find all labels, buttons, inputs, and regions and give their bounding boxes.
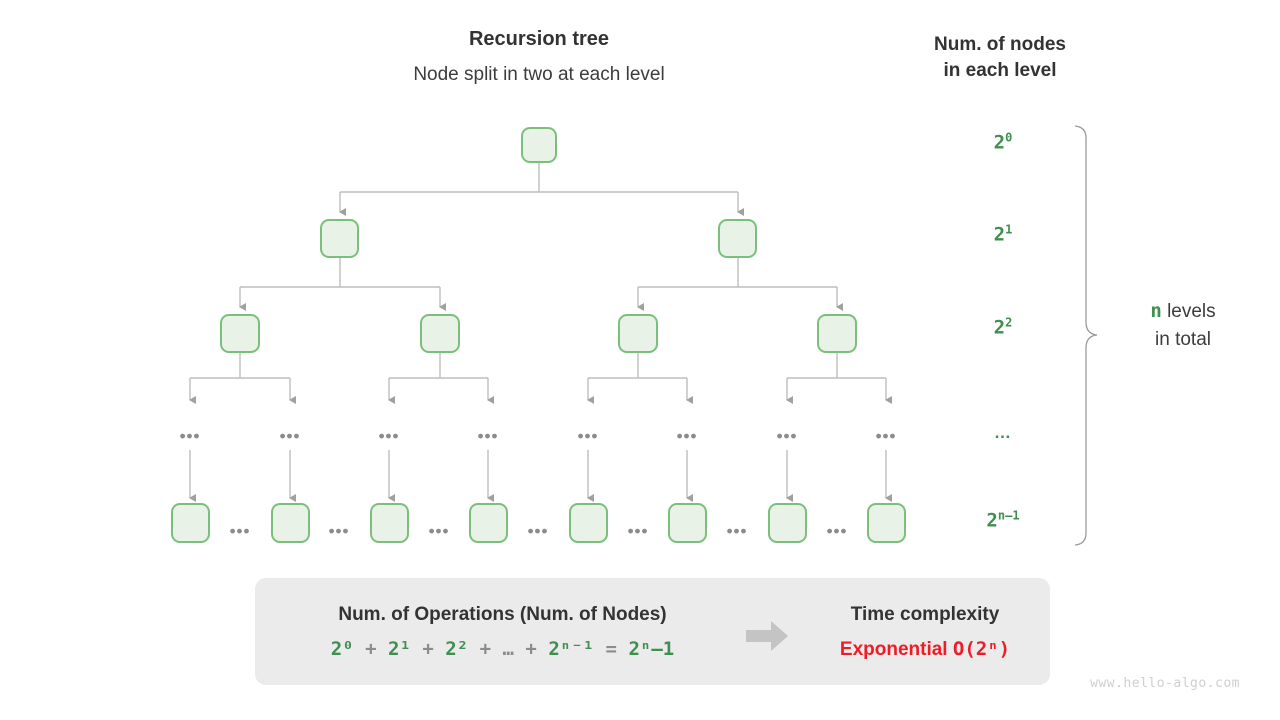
nodes-title-line1: Num. of nodes	[934, 34, 1066, 55]
ellipsis-marker: •••	[378, 426, 400, 446]
ellipsis-separator: •••	[428, 521, 450, 541]
watermark: www.hello-algo.com	[1090, 676, 1240, 691]
levels-brace	[1074, 125, 1098, 546]
tree-node-root	[521, 127, 557, 163]
right-arrow-icon	[746, 621, 788, 651]
ellipsis-marker: •••	[776, 426, 798, 446]
complexity-label: Exponential	[839, 639, 948, 660]
ellipsis-separator: •••	[726, 521, 748, 541]
formula-operator: +	[525, 638, 537, 660]
ellipsis-separator: •••	[527, 521, 549, 541]
tree-node	[618, 314, 658, 353]
ellipsis-marker: •••	[179, 426, 201, 446]
formula-operator: +	[479, 638, 492, 660]
time-complexity-heading: Time complexity	[850, 604, 1000, 625]
operations-heading: Num. of Operations (Num. of Nodes)	[338, 604, 667, 625]
tree-node-leaf	[271, 503, 310, 543]
complexity-bigo: O(2ⁿ)	[952, 638, 1011, 660]
level-count-ellipsis: …	[994, 423, 1012, 442]
level-count-last: 2n–1	[986, 508, 1020, 532]
level-count-0: 20	[993, 130, 1013, 154]
nodes-title-line2: in each level	[943, 60, 1057, 81]
ellipsis-marker: •••	[279, 426, 301, 446]
level-count-1: 21	[993, 222, 1013, 246]
tree-node-leaf	[569, 503, 608, 543]
levels-variable: n	[1150, 300, 1162, 322]
tree-node	[718, 219, 757, 258]
ellipsis-marker: •••	[577, 426, 599, 446]
tree-node	[817, 314, 857, 353]
formula-result: 2ⁿ–1	[628, 638, 675, 660]
formula-operator: +	[365, 638, 377, 660]
levels-total-line1: levels	[1161, 301, 1216, 322]
tree-node-leaf	[171, 503, 210, 543]
ellipsis-separator: •••	[229, 521, 251, 541]
ellipsis-separator: •••	[627, 521, 649, 541]
tree-node-leaf	[469, 503, 508, 543]
levels-total-line2: in total	[1155, 329, 1211, 350]
tree-node	[420, 314, 460, 353]
level-count-2: 22	[993, 315, 1013, 339]
tree-node-leaf	[370, 503, 409, 543]
formula-term: 2⁰	[330, 638, 354, 660]
page-title: Recursion tree	[468, 28, 610, 50]
formula-operator: +	[422, 638, 434, 660]
tree-node	[220, 314, 260, 353]
tree-node-leaf	[768, 503, 807, 543]
formula-term: 2ⁿ⁻¹	[548, 638, 595, 660]
formula-term: 2¹	[388, 638, 411, 660]
ellipsis-marker: •••	[477, 426, 499, 446]
formula-term: 2²	[445, 638, 469, 660]
page-subtitle: Node split in two at each level	[413, 64, 665, 85]
time-complexity-value: Exponential O(2ⁿ)	[800, 638, 1050, 661]
levels-total-label: n levels in total	[1098, 297, 1268, 354]
ellipsis-separator: •••	[826, 521, 848, 541]
tree-node-leaf	[668, 503, 707, 543]
ellipsis-separator: •••	[328, 521, 350, 541]
tree-node-leaf	[867, 503, 906, 543]
ellipsis-marker: •••	[676, 426, 698, 446]
formula-equals: =	[605, 638, 617, 660]
tree-node	[320, 219, 359, 258]
summary-panel	[255, 578, 1050, 685]
ellipsis-marker: •••	[875, 426, 897, 446]
nodes-per-level-title: Num. of nodes in each level	[900, 32, 1100, 84]
formula-ellipsis: …	[502, 638, 514, 660]
operations-formula: 2⁰ + 2¹ + 2² + … + 2ⁿ⁻¹ = 2ⁿ–1	[255, 638, 750, 660]
